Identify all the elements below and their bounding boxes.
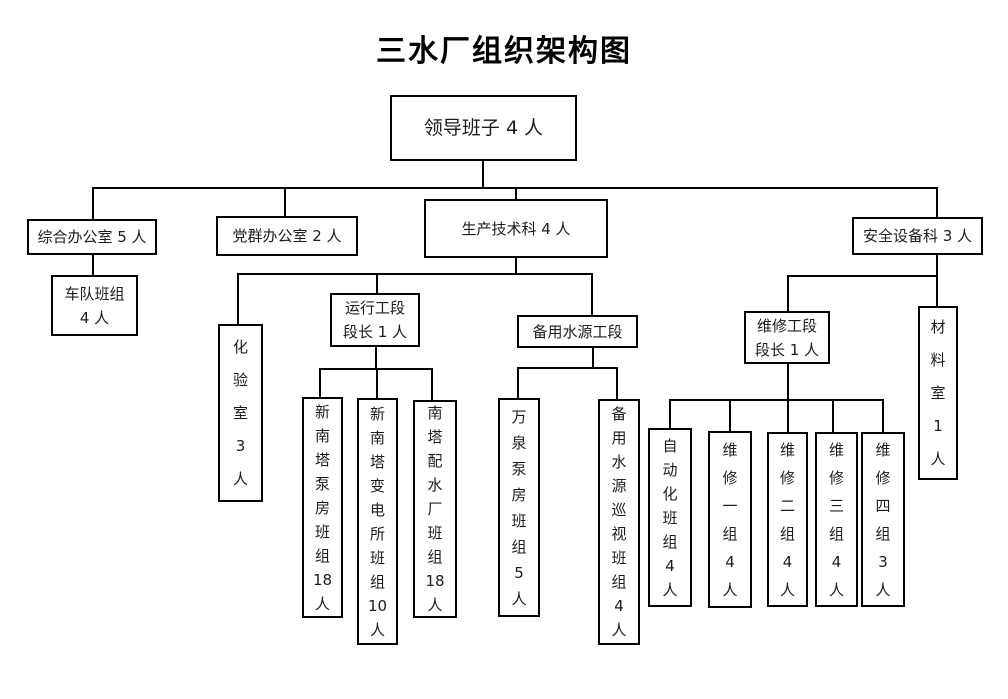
connector-safety-equipment-rail <box>787 275 938 277</box>
connector-drop-repair-4 <box>882 399 884 432</box>
connector-drop-repair-1 <box>729 399 731 431</box>
node-party-office: 党群办公室 2 人 <box>216 216 358 256</box>
node-repair-team-3: 维 修 三 组 4 人 <box>815 432 858 607</box>
connector-drop-repair-3 <box>832 399 834 432</box>
connector-drop-production-tech <box>515 187 517 199</box>
node-xinnanta-pump-team: 新 南 塔 泵 房 班 组 18 人 <box>302 397 343 618</box>
connector-drop-backup-patrol <box>616 367 618 399</box>
node-lab: 化 验 室 3 人 <box>218 324 263 502</box>
connector-backup-water-stem <box>592 348 594 367</box>
connector-maintenance-section-stem <box>787 364 789 399</box>
connector-drop-nanta-distribution <box>431 368 433 400</box>
connector-leadership-stem <box>482 161 484 187</box>
connector-drop-maintenance-section <box>787 275 789 311</box>
node-leadership: 领导班子 4 人 <box>390 95 577 161</box>
node-general-office: 综合办公室 5 人 <box>27 219 157 255</box>
connector-drop-lab <box>237 273 239 324</box>
node-repair-team-1: 维 修 一 组 4 人 <box>708 431 752 608</box>
node-maintenance-section: 维修工段 段长 1 人 <box>744 311 830 364</box>
node-repair-team-2: 维 修 二 组 4 人 <box>767 432 808 607</box>
connector-drop-safety-equipment <box>936 187 938 217</box>
connector-drop-backup-water-section <box>591 273 593 315</box>
node-production-tech: 生产技术科 4 人 <box>424 199 608 258</box>
connector-drop-material-room <box>936 275 938 306</box>
page-title: 三水厂组织架构图 <box>376 34 632 69</box>
connector-safety-equipment-stem <box>936 255 938 275</box>
node-xinnanta-substation-team: 新 南 塔 变 电 所 班 组 10 人 <box>357 398 398 645</box>
connector-general-office-fleet <box>92 255 94 275</box>
node-backup-patrol-team: 备 用 水 源 巡 视 班 组 4 人 <box>598 399 640 645</box>
connector-drop-xinnanta-pump <box>319 368 321 397</box>
connector-production-tech-rail <box>237 273 593 275</box>
node-automation-team: 自 动 化 班 组 4 人 <box>648 428 692 607</box>
node-backup-water-section: 备用水源工段 <box>517 315 638 348</box>
connector-maintenance-rail <box>669 399 884 401</box>
connector-backup-water-rail <box>517 367 618 369</box>
connector-drop-wanquan-pump <box>517 367 519 398</box>
node-material-room: 材 料 室 1 人 <box>918 306 958 480</box>
connector-drop-repair-2 <box>787 399 789 432</box>
connector-drop-xinnanta-substation <box>376 368 378 398</box>
node-wanquan-pump-team: 万 泉 泵 房 班 组 5 人 <box>498 398 540 617</box>
connector-drop-general-office <box>92 187 94 219</box>
connector-operation-section-stem <box>375 347 377 368</box>
node-nanta-distribution-team: 南 塔 配 水 厂 班 组 18 人 <box>413 400 457 618</box>
node-safety-equipment: 安全设备科 3 人 <box>852 217 983 255</box>
node-operation-section: 运行工段 段长 1 人 <box>330 293 420 347</box>
connector-drop-party-office <box>284 187 286 216</box>
connector-production-tech-stem <box>515 258 517 273</box>
node-fleet-team: 车队班组 4 人 <box>51 275 138 336</box>
node-repair-team-4: 维 修 四 组 3 人 <box>861 432 905 607</box>
connector-drop-operation-section <box>376 273 378 293</box>
connector-drop-automation <box>669 399 671 428</box>
